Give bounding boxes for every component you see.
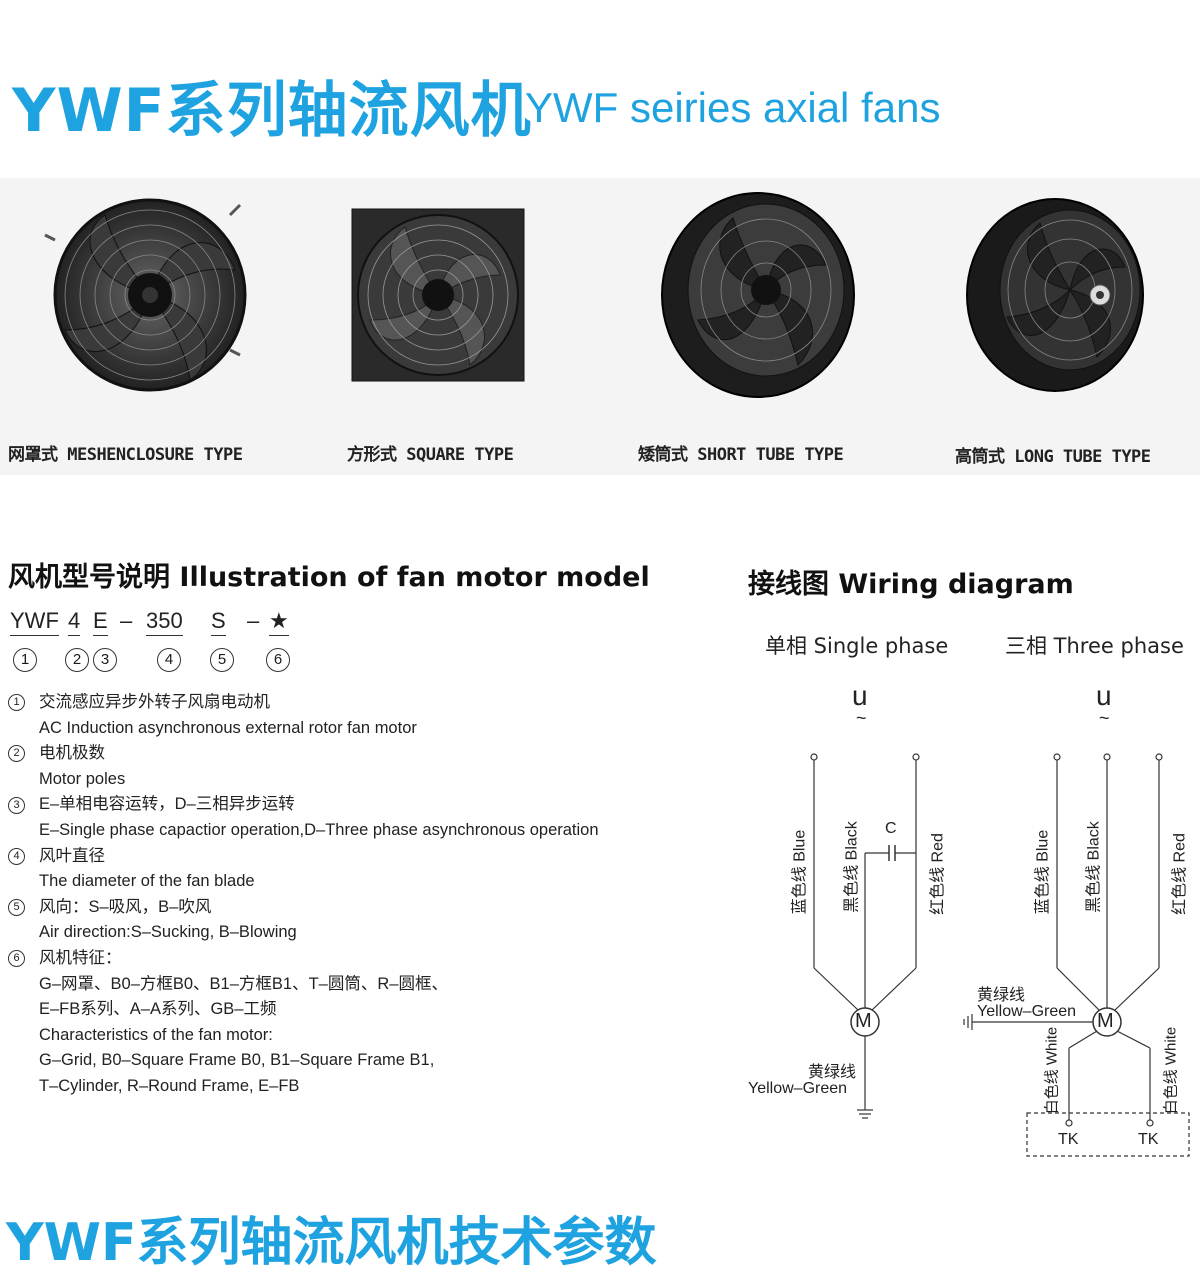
mesh-enclosure-fan-image (44, 198, 247, 392)
item-cn: 风向：S–吸风，B–吹风 (39, 897, 212, 916)
item-en: E–Single phase capactior operation,D–Thr… (39, 820, 599, 839)
wire-label-blue-three: 蓝色线 Blue (1034, 829, 1052, 915)
wire-label-blue-single: 蓝色线 Blue (791, 829, 809, 915)
model-code-part-2: 4 (68, 608, 81, 636)
ground-label-cn-three: 黄绿线 (977, 987, 1026, 1004)
index-circle: 4 (157, 648, 181, 672)
wire-label-red-three: 红色线 Red (1171, 833, 1189, 915)
model-code-dash-1: – (120, 608, 133, 633)
wire-label-black-single: 黑色线 Black (843, 821, 861, 913)
item-number: 3 (8, 796, 25, 814)
single-phase-label: 单相 Single phase (765, 634, 949, 658)
item-en: Air direction:S–Sucking, B–Blowing (39, 923, 297, 942)
capacitor-label: C (885, 820, 897, 837)
model-explanation-list: 1 交流感应异步外转子风扇电动机 AC Induction asynchronou… (8, 690, 698, 1100)
supply-symbol-single: u (852, 680, 868, 711)
motor-symbol-three: M (1097, 1010, 1114, 1032)
product-caption-square: 方形式 SQUARE TYPE (347, 445, 514, 465)
item-en: The diameter of the fan blade (39, 872, 255, 891)
wire-label-white-right: 白色线 White (1162, 1026, 1180, 1115)
wire-label-red-single: 红色线 Red (929, 833, 947, 915)
model-code-part-6: ★ (269, 608, 289, 636)
item-number: 1 (8, 694, 25, 712)
square-frame-fan-image (351, 208, 525, 382)
item-number: 5 (8, 898, 25, 916)
item-cn: E–单相电容运转，D–三相异步运转 (39, 795, 295, 814)
item-cn: 风机特征： (39, 948, 122, 967)
item-number: 6 (8, 950, 25, 968)
model-code-part-4: 350 (146, 608, 183, 636)
index-circle: 3 (93, 648, 117, 672)
item-en: E–FB系列、A–A系列、GB–工频 (39, 1000, 277, 1019)
model-section-title: 风机型号说明 Illustration of fan motor model (8, 562, 650, 593)
index-circle: 2 (65, 648, 89, 672)
technical-parameters-title: YWF系列轴流风机技术参数 (6, 1213, 657, 1273)
short-tube-fan-image (661, 192, 855, 398)
model-code-dash-2: – (247, 608, 260, 633)
supply-tilde-three: ~ (1099, 708, 1110, 728)
model-code-part-1: YWF (10, 608, 59, 636)
thermal-protector-label-right: TK (1138, 1131, 1159, 1148)
page-title-en: YWF seiries axial fans (525, 84, 941, 131)
wiring-diagram (810, 753, 1190, 1157)
index-circle: 1 (13, 648, 37, 672)
product-caption-mesh: 网罩式 MESHENCLOSURE TYPE (8, 445, 243, 465)
item-en: Characteristics of the fan motor: (39, 1025, 273, 1044)
index-circle: 6 (266, 648, 290, 672)
page-title-cn: YWF系列轴流风机 (12, 76, 532, 146)
item-en: G–网罩、B0–方框B0、B1–方框B1、T–圆筒、R–圆框、 (39, 974, 448, 993)
model-code-part-3: E (93, 608, 108, 636)
ground-label-en-single: Yellow–Green (748, 1080, 848, 1097)
item-number: 2 (8, 745, 25, 763)
model-code-part-5: S (211, 608, 226, 636)
thermal-protector-label-left: TK (1058, 1131, 1079, 1148)
motor-symbol-single: M (855, 1010, 872, 1032)
item-en: Motor poles (39, 769, 126, 788)
item-cn: 风叶直径 (39, 846, 105, 865)
three-phase-label: 三相 Three phase (1005, 634, 1184, 658)
ground-label-cn-single: 黄绿线 (808, 1064, 857, 1081)
wiring-section-title: 接线图 Wiring diagram (748, 569, 1074, 600)
ground-label-en-three: Yellow–Green (977, 1003, 1077, 1020)
wire-label-black-three: 黑色线 Black (1085, 821, 1103, 913)
supply-symbol-three: u (1096, 680, 1112, 711)
item-en: T–Cylinder, R–Round Frame, E–FB (39, 1076, 300, 1095)
wire-label-white-left: 白色线 White (1043, 1026, 1061, 1115)
item-cn: 电机极数 (39, 744, 105, 763)
item-cn: 交流感应异步外转子风扇电动机 (39, 693, 270, 711)
product-caption-long-tube: 高筒式 LONG TUBE TYPE (955, 447, 1151, 467)
product-caption-short-tube: 矮筒式 SHORT TUBE TYPE (638, 445, 844, 465)
supply-tilde-single: ~ (856, 708, 867, 728)
long-tube-fan-image (966, 198, 1144, 392)
item-number: 4 (8, 847, 25, 865)
item-en: G–Grid, B0–Square Frame B0, B1–Square Fr… (39, 1051, 435, 1070)
item-en: AC Induction asynchronous external rotor… (39, 718, 417, 737)
index-circle: 5 (210, 648, 234, 672)
